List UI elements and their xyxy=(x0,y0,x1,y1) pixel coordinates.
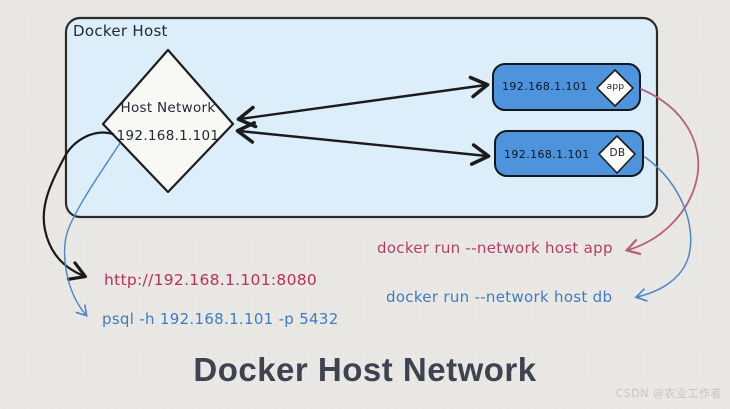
app-badge-label: app xyxy=(606,82,625,92)
arrow-db-to-command xyxy=(634,156,692,302)
docker-host-label: Docker Host xyxy=(73,22,168,40)
csdn-watermark: CSDN @农业工作者 xyxy=(615,387,722,400)
arrow-app-to-command xyxy=(624,88,700,256)
diagram-title: Docker Host Network xyxy=(193,351,537,388)
app-badge-diamond xyxy=(596,69,634,107)
arrow-host-to-db xyxy=(235,121,491,166)
db-badge-label: DB xyxy=(609,147,626,159)
db-container-ip: 192.168.1.101 xyxy=(504,148,590,161)
app-container-box xyxy=(492,63,641,111)
arrow-host-to-http xyxy=(42,131,115,281)
arrow-host-to-app xyxy=(236,75,490,129)
db-container-box xyxy=(494,130,644,177)
host-network-diamond xyxy=(101,48,235,194)
docker-run-app-command: docker run --network host app xyxy=(377,239,613,257)
host-network-ip: 192.168.1.101 xyxy=(116,128,220,144)
http-endpoint-text: http://192.168.1.101:8080 xyxy=(104,271,318,289)
db-badge-diamond xyxy=(598,135,636,174)
psql-endpoint-text: psql -h 192.168.1.101 -p 5432 xyxy=(102,310,339,328)
app-container-ip: 192.168.1.101 xyxy=(502,80,588,93)
arrow-host-to-psql xyxy=(63,142,121,317)
docker-run-db-command: docker run --network host db xyxy=(386,288,613,306)
host-network-label: Host Network xyxy=(120,100,216,116)
